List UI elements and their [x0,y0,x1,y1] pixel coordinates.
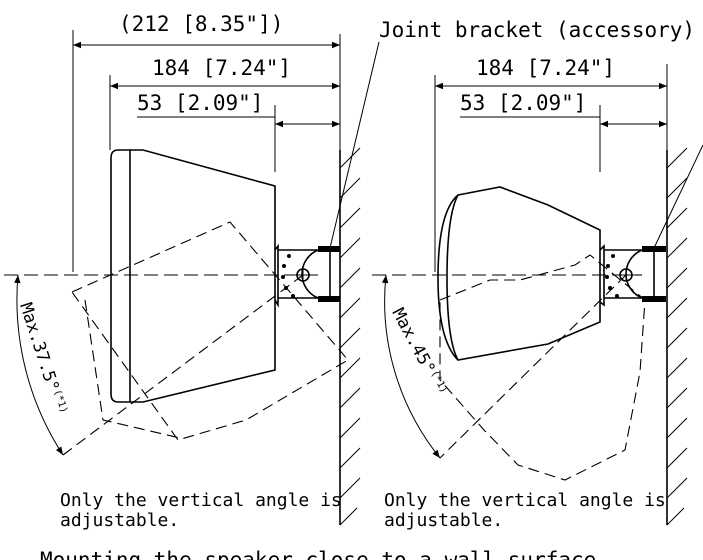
right-speaker [437,186,605,361]
left-speaker-tilted-front [84,299,181,439]
right-tilt-axis [439,274,627,459]
joint-bracket-callout: Joint bracket (accessory) [379,18,695,42]
right-note-line1: Only the vertical angle is [384,490,666,511]
left-tilt-axis [62,274,304,456]
left-speaker-tilted-outline [71,221,349,441]
right-depth-dimension-label: 184 [7.24"] [476,56,615,80]
right-note-line2: adjustable. [384,510,503,531]
left-callout-leader [329,41,380,249]
right-angle-arc [381,274,441,459]
right-wall [666,147,688,526]
left-wall [339,147,361,526]
right-callout-leader [653,144,703,249]
left-angle-arc [14,274,64,456]
diagram-caption: Mounting the speaker close to a wall sur… [40,548,596,560]
left-speaker [110,149,279,403]
left-joint-bracket [278,246,340,302]
bracket-offset-label: 53 [2.09"] [137,91,263,115]
right-view: 184 [7.24"] 53 [2.09"] [372,56,688,531]
left-dimension-lines [72,30,341,272]
depth-dimension-label: 184 [7.24"] [152,56,291,80]
right-dimension-lines [434,64,668,272]
left-note-line1: Only the vertical angle is [60,490,342,511]
left-note-line2: adjustable. [60,510,179,531]
overall-dimension-label: (212 [8.35"]) [119,12,283,36]
right-speaker-tilted-outline [439,254,646,481]
left-view: (212 [8.35"]) 184 [7.24"] 53 [2.09"] [4,12,361,531]
right-bracket-offset-label: 53 [2.09"] [460,91,586,115]
